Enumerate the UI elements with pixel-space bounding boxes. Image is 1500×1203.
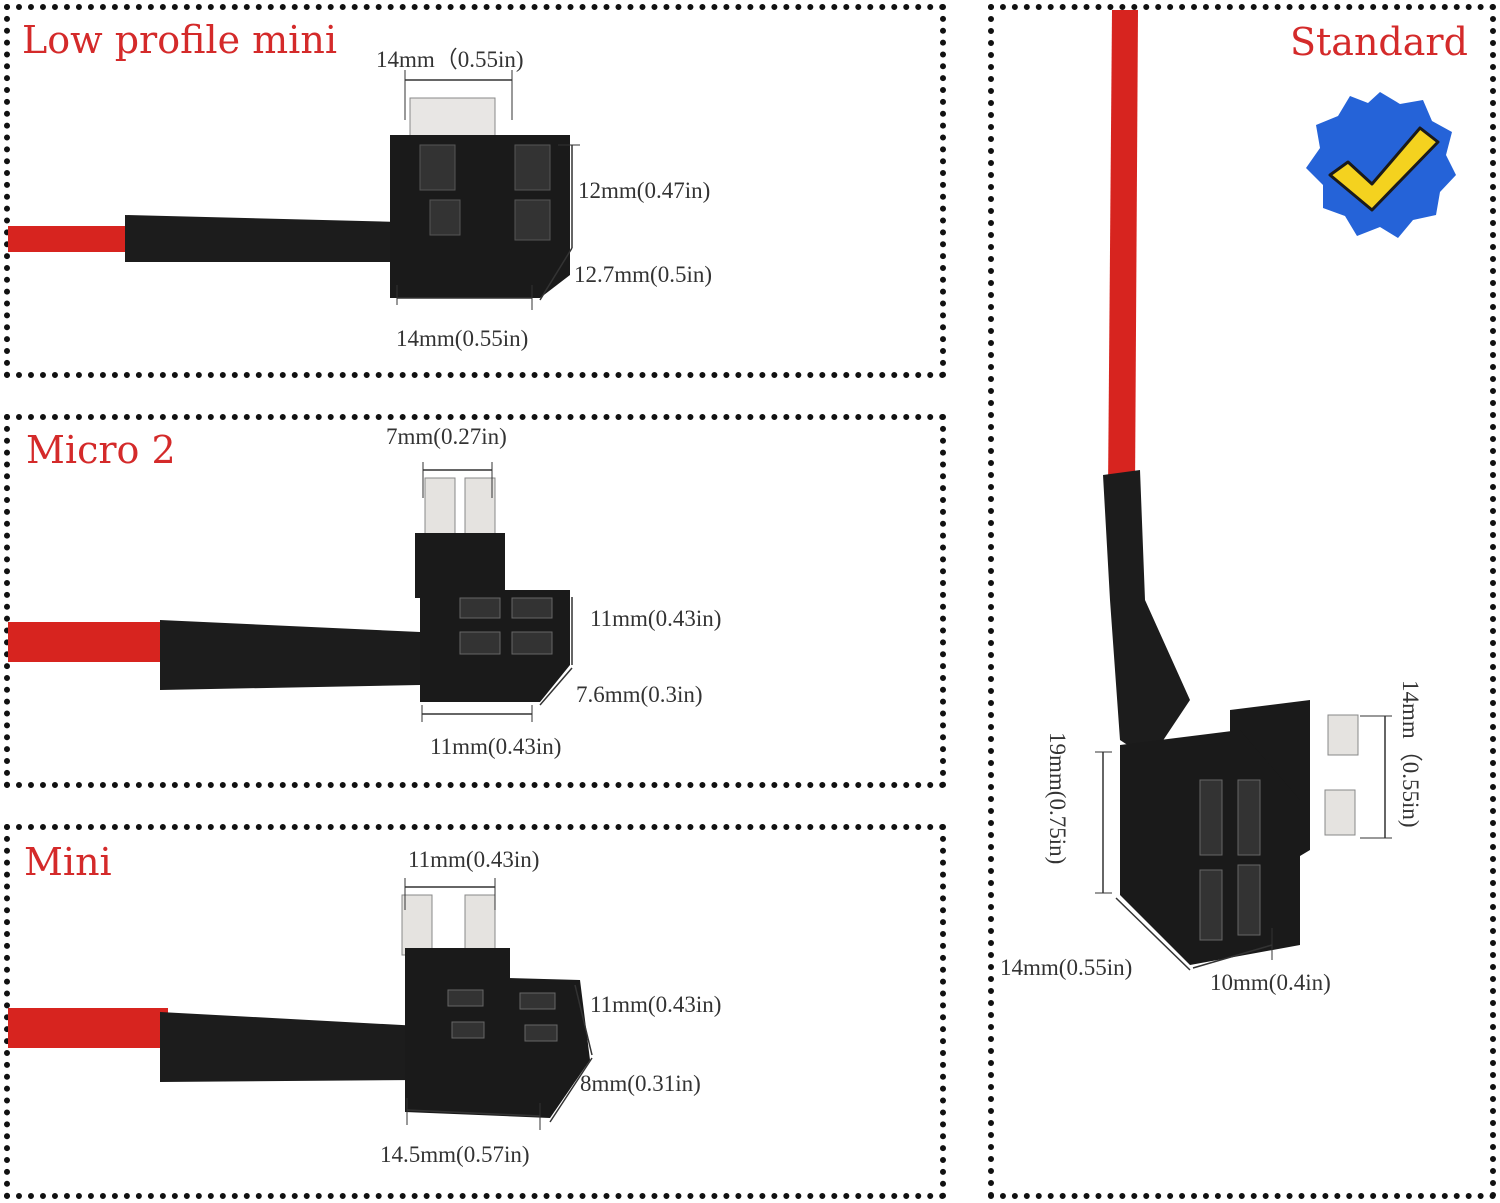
- title-low-profile-mini: Low profile mini: [22, 18, 337, 62]
- panel-mini: [4, 824, 946, 1199]
- heat-shrink: [160, 1012, 420, 1082]
- heat-shrink: [125, 215, 400, 262]
- dim-width: 11mm(0.43in): [430, 734, 562, 759]
- dim-top: 14mm（0.55in): [376, 47, 524, 72]
- dim-width: 14mm(0.55in): [396, 326, 529, 351]
- dim-depth: 12.7mm(0.5in): [574, 262, 712, 287]
- dim-depth: 7.6mm(0.3in): [576, 682, 703, 707]
- title-standard: Standard: [1290, 20, 1468, 64]
- dim-width: 10mm(0.4in): [1210, 970, 1331, 995]
- dim-depth: 8mm(0.31in): [580, 1071, 701, 1096]
- fuse-holder-body: [405, 975, 590, 1118]
- mini-fuse-tap: [8, 878, 593, 1130]
- check-badge-icon: [1306, 92, 1456, 238]
- dim-height: 11mm(0.43in): [590, 992, 722, 1017]
- micro2-fuse-tap: [8, 462, 573, 722]
- title-micro2: Micro 2: [26, 428, 176, 472]
- panel-standard: [988, 4, 1496, 1199]
- dim-top: 7mm(0.27in): [386, 424, 507, 449]
- dim-depth: 14mm(0.55in): [1000, 955, 1133, 980]
- dim-top: 11mm(0.43in): [408, 847, 540, 872]
- panel-micro2: [4, 414, 946, 788]
- dim-height: 12mm(0.47in): [578, 178, 711, 203]
- dim-width: 14.5mm(0.57in): [380, 1142, 530, 1167]
- heat-shrink: [1103, 470, 1190, 760]
- red-wire: [1108, 10, 1138, 490]
- red-wire: [8, 622, 168, 662]
- panel-low-profile-mini: [4, 4, 946, 378]
- heat-shrink: [160, 620, 420, 690]
- title-mini: Mini: [24, 840, 112, 884]
- red-wire: [8, 226, 138, 252]
- dim-blade: 14mm（0.55in): [1398, 680, 1423, 828]
- standard-fuse-tap: [1095, 10, 1392, 971]
- red-wire: [8, 1008, 168, 1048]
- dim-height: 19mm(0.75in): [1045, 732, 1070, 865]
- low-profile-mini-fuse-tap: [8, 70, 580, 310]
- dim-height: 11mm(0.43in): [590, 606, 722, 631]
